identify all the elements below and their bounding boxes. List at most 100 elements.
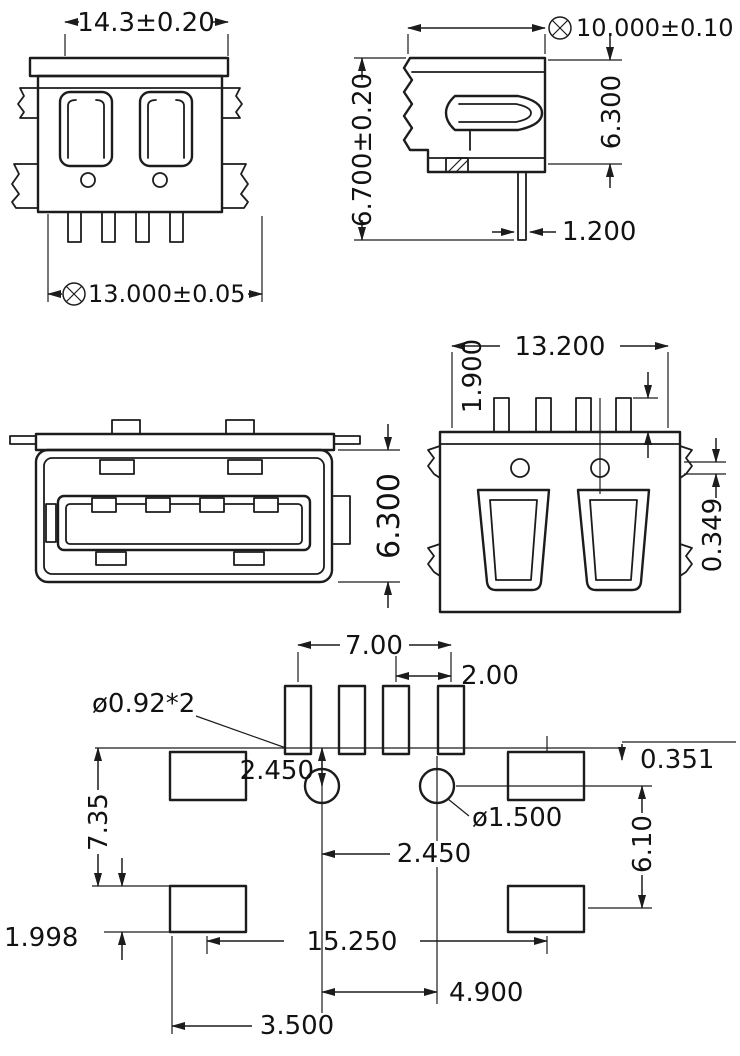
mounting-lug	[679, 543, 693, 577]
pin-pad	[436, 684, 466, 756]
dim-row-to-hole: 2.450	[240, 756, 314, 786]
dim-pin-pitch: 2.00	[461, 661, 519, 691]
dim-pin-offset: 1.200	[562, 217, 636, 247]
solder-pin	[535, 397, 552, 433]
solder-pin	[101, 211, 116, 243]
leader-line	[447, 798, 470, 817]
crossed-circle-symbol	[62, 282, 86, 306]
dim-shell-width: 14.3±0.20	[77, 8, 215, 38]
rivet-hole-right	[590, 458, 610, 478]
side-latch	[45, 503, 57, 543]
usb-shell-front	[11, 56, 249, 243]
dim-pin-hole-group: ø0.92*2	[92, 689, 287, 749]
side-wing	[9, 435, 37, 445]
dim-pin-length-group: 1.900	[458, 339, 658, 458]
dim-pad-height: 1.998	[4, 923, 78, 953]
side-view: 10.000±0.10 6.300	[348, 14, 734, 247]
solder-pin	[615, 397, 632, 433]
contact-slot-right	[576, 488, 651, 592]
solder-pin	[67, 211, 82, 243]
pin-pad	[337, 684, 367, 756]
dim-pin-span: 7.00	[345, 631, 403, 661]
dim-mount-span: 13.000±0.05	[88, 280, 246, 308]
dim-shell-height-side-group: 6.300	[548, 36, 627, 188]
dim-shell-width-group: 14.3±0.20	[64, 8, 229, 56]
dim-left-span-group: 3.500	[171, 936, 342, 1041]
shell-outline	[438, 430, 682, 614]
shell-body	[36, 74, 224, 214]
dim-pin-span-group: 7.00	[297, 631, 452, 682]
mounting-lug	[427, 445, 441, 479]
dim-depth-group: 10.000±0.10	[407, 14, 734, 54]
usb-shell-face	[9, 419, 361, 584]
dim-edge-offset-bottom: 0.349	[698, 498, 728, 572]
rivet-hole-left	[510, 458, 530, 478]
corner-pad	[168, 750, 248, 802]
dim-pad-span-group: 15.250	[206, 927, 548, 957]
dim-pad-height-group: 1.998	[4, 858, 170, 960]
mounting-lug	[221, 163, 249, 209]
dim-shell-height-front: 6.300	[372, 473, 407, 559]
dim-shell-height-front-group: 6.300	[338, 424, 407, 608]
shell-flange	[28, 56, 230, 78]
dim-overall-height: 6.700±0.20	[348, 73, 378, 227]
solder-pin-side	[517, 171, 527, 241]
dim-pin-offset-group: 1.200	[492, 217, 636, 247]
solder-pin	[493, 397, 510, 433]
dim-hole-offset: 2.450	[397, 839, 471, 869]
usb-shell-bottom	[427, 397, 693, 614]
dim-depth: 10.000±0.10	[576, 14, 734, 42]
dim-side-height: 7.35	[84, 793, 114, 851]
usb-opening	[56, 494, 312, 552]
dim-right-height-group: 6.10	[456, 785, 658, 909]
dim-bottom-width: 13.200	[515, 332, 606, 362]
top-tab	[111, 419, 141, 435]
rivet-hole-right	[152, 172, 168, 188]
front-perspective-view: 14.3±0.20	[11, 8, 263, 308]
shell-profile	[402, 56, 547, 174]
leader-line	[195, 715, 287, 749]
crossed-circle-symbol	[548, 16, 572, 40]
contact-pad	[199, 497, 225, 513]
dim-bottom-width-group: 13.200	[451, 332, 669, 428]
solder-pin	[575, 397, 592, 433]
dim-pin-length: 1.900	[458, 339, 488, 413]
contact-finger	[444, 94, 544, 151]
side-bracket	[331, 495, 351, 545]
corner-pad	[168, 884, 248, 934]
contact-spring-left	[58, 90, 114, 168]
dim-shell-height-side: 6.300	[597, 75, 627, 149]
contact-slot-left	[476, 488, 551, 592]
contact-pad	[91, 497, 117, 513]
pin-pad	[283, 684, 313, 756]
contact-pad	[145, 497, 171, 513]
dim-mount-span-group: 13.000±0.05	[47, 214, 263, 308]
solder-pin	[169, 211, 184, 243]
contact-spring-right	[138, 90, 194, 168]
dim-row-to-hole-group: 2.450	[240, 747, 326, 787]
mounting-lug	[221, 87, 243, 119]
shell-flange	[34, 432, 336, 452]
shell-body	[34, 448, 334, 584]
contact-pad	[253, 497, 279, 513]
dim-side-height-group: 7.35	[84, 747, 170, 887]
mounting-lug	[427, 543, 441, 577]
solder-pin	[135, 211, 150, 243]
dim-hole-span-group: 4.900	[321, 978, 523, 1008]
dim-right-height: 6.10	[628, 815, 658, 873]
top-tab	[225, 419, 255, 435]
dim-pin-hole-callout: ø0.92*2	[92, 689, 195, 719]
dim-overall-height-group: 6.700±0.20	[348, 57, 514, 241]
dim-edge-offset-footprint: 0.351	[640, 745, 714, 775]
mounting-lug	[17, 87, 39, 119]
dim-hole-offset-group: 2.450	[321, 839, 478, 869]
dim-pad-span: 15.250	[307, 927, 398, 957]
side-wing	[333, 435, 361, 445]
dim-pin-pitch-group: 2.00	[395, 656, 519, 691]
dim-hole-span: 4.900	[449, 978, 523, 1008]
rivet-hole-left	[80, 172, 96, 188]
mounting-lug	[11, 163, 39, 209]
dim-left-span: 3.500	[260, 1011, 334, 1041]
